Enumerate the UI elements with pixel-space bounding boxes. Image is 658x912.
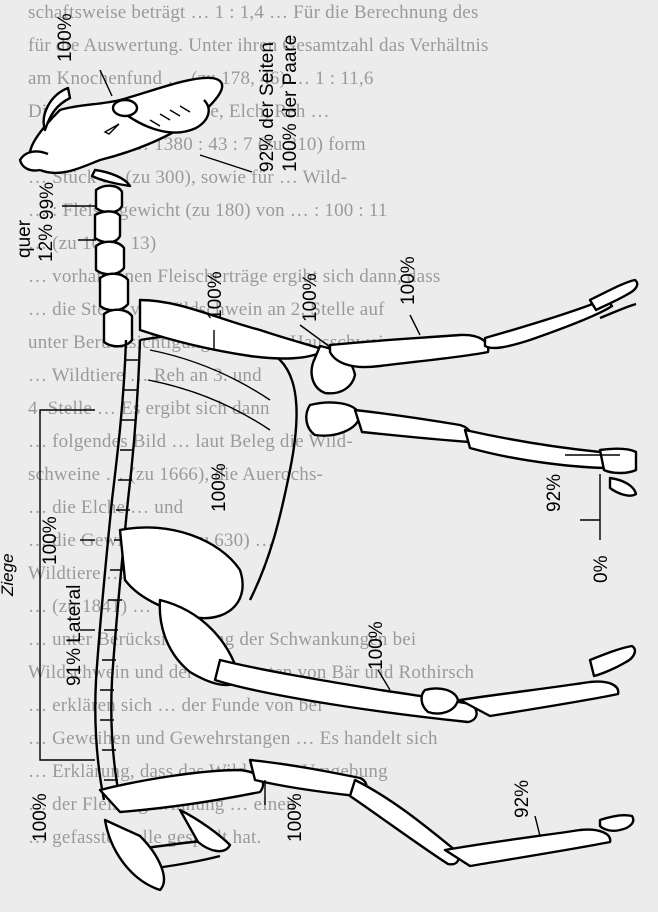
label-humerus: 100% bbox=[300, 273, 321, 322]
label-pelvis-hip: 100% bbox=[366, 621, 387, 670]
label-metacarpus: 92% bbox=[544, 474, 565, 512]
label-atlas: 99% bbox=[37, 182, 58, 220]
cervical-vertebrae bbox=[95, 186, 132, 347]
label-femur: 100% bbox=[285, 793, 306, 842]
label-lumbar-lateral: 91% Lateral bbox=[64, 585, 85, 686]
subject-label: Ziege bbox=[0, 553, 17, 597]
label-axis-percent: 12% bbox=[36, 224, 57, 262]
skull bbox=[20, 78, 222, 186]
label-vertebral-column: 100% bbox=[209, 463, 230, 512]
label-radius: 100% bbox=[398, 256, 419, 305]
hindlimb-lower bbox=[100, 760, 633, 890]
scapula bbox=[140, 300, 325, 358]
label-scapula: 100% bbox=[205, 271, 226, 320]
label-metatarsus: 92% bbox=[512, 780, 533, 818]
label-axis-quer: quer bbox=[14, 219, 35, 258]
label-forefoot-phalanx: 0% bbox=[591, 555, 612, 583]
label-mandible-sides: 92% der Seiten bbox=[257, 42, 278, 172]
forelimb-lower bbox=[306, 402, 636, 495]
label-sacrum: 100% bbox=[40, 516, 61, 565]
label-sacrum-pelvis: 100% bbox=[30, 793, 51, 842]
hindlimb-upper bbox=[215, 646, 635, 722]
label-mandible-pairs: 100% der Paare bbox=[280, 35, 301, 172]
label-skull: 100% bbox=[55, 13, 76, 62]
forelimb-upper bbox=[312, 280, 638, 393]
